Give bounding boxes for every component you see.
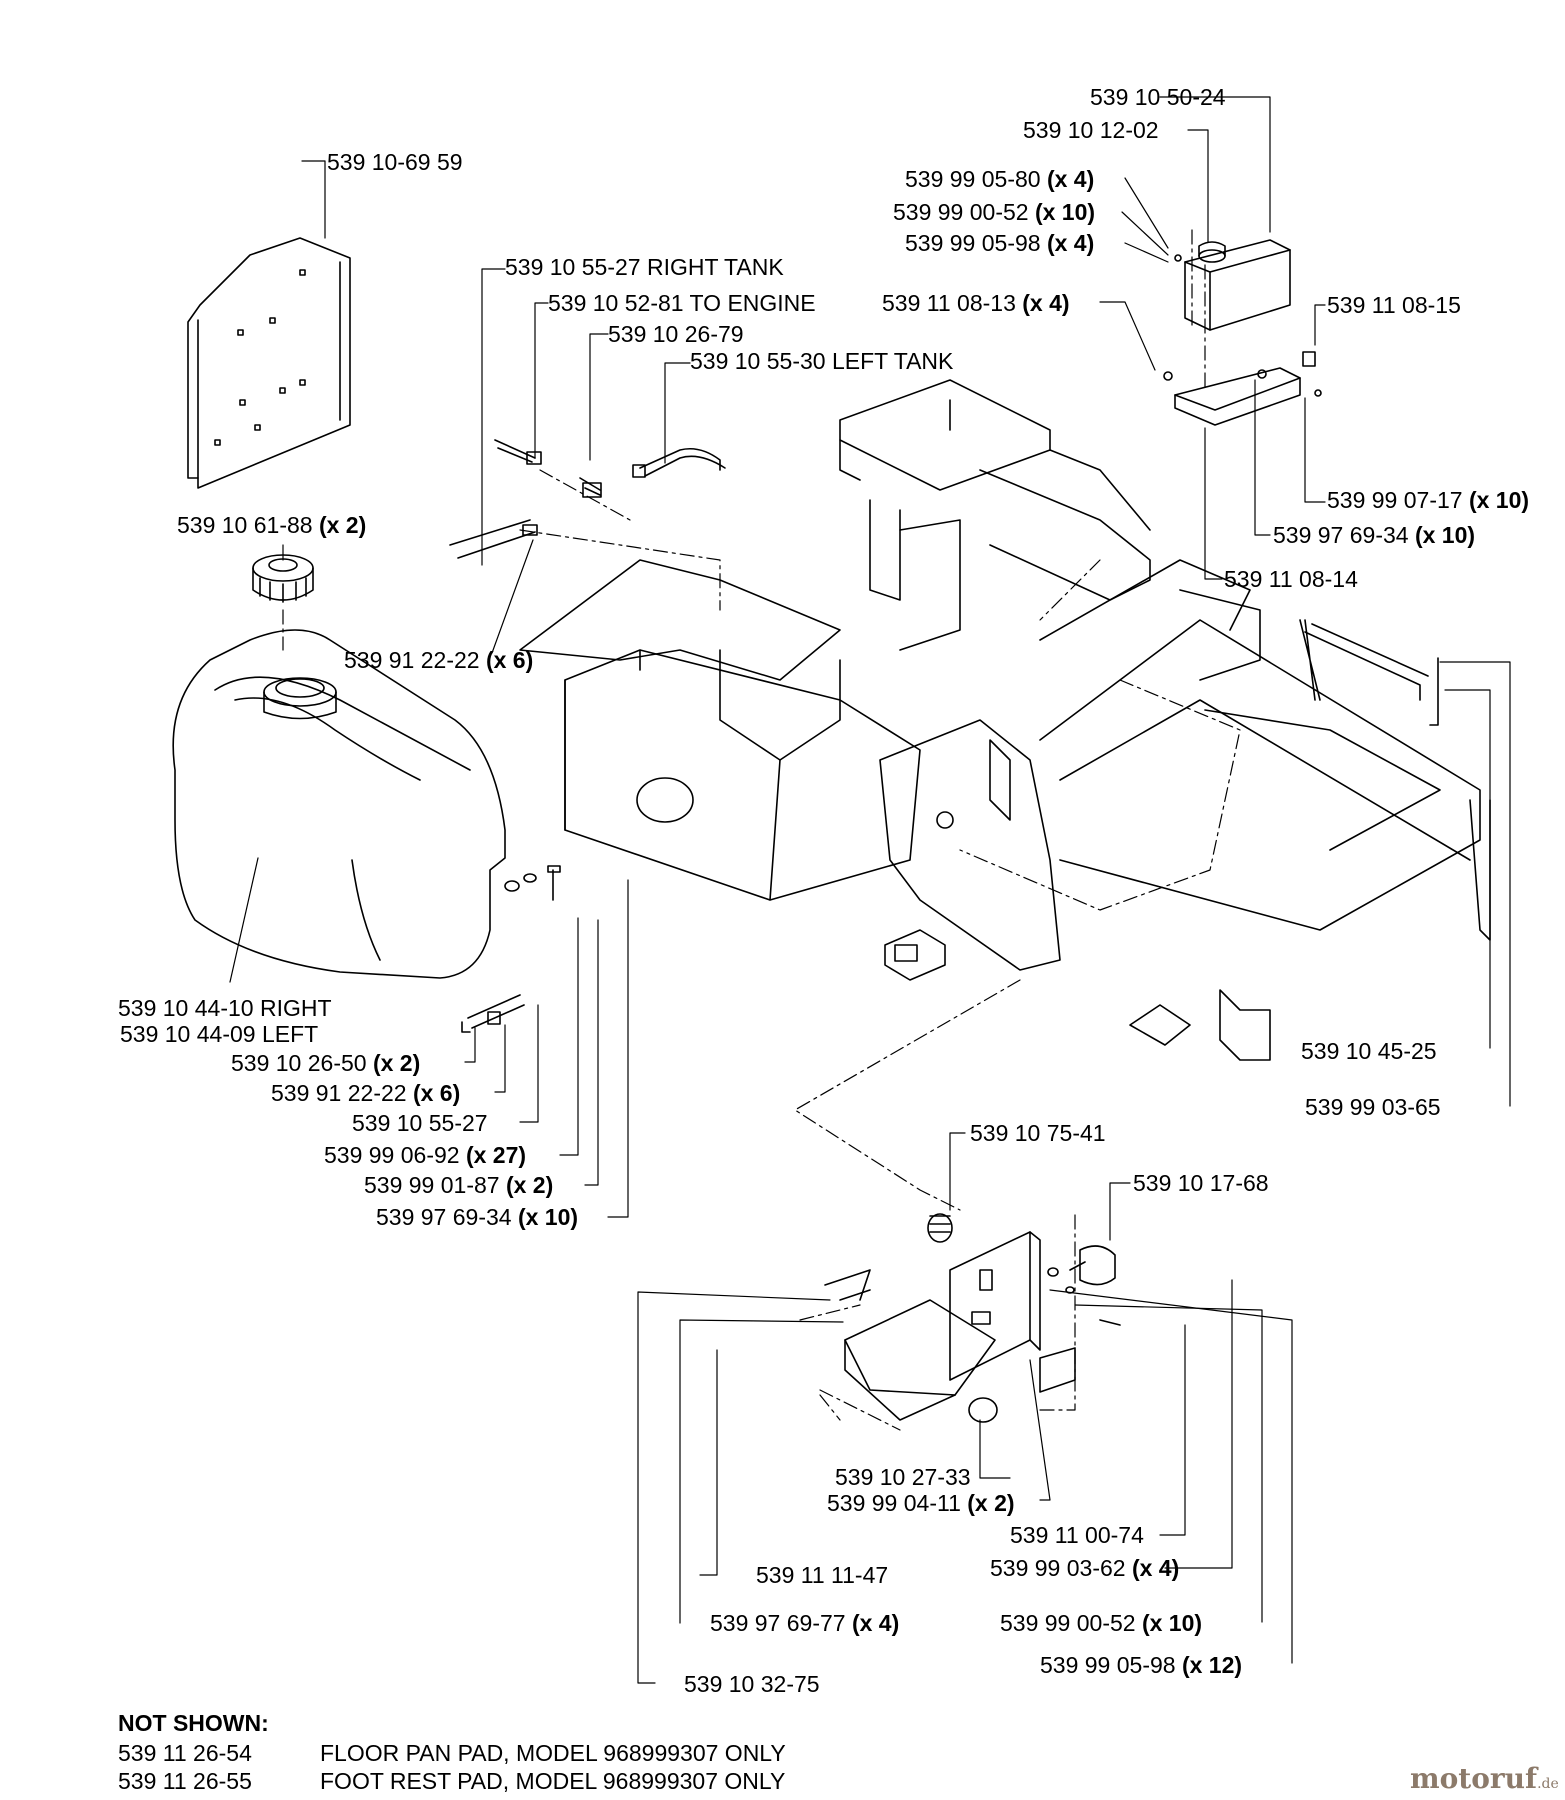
- callout-left-tank-hose: 539 10 55-30 LEFT TANK: [690, 348, 954, 374]
- callout-engine-hose: 539 10 52-81 TO ENGINE: [548, 290, 816, 316]
- callout-reservoir: 539 10 50-24: [1090, 84, 1226, 110]
- callout-tank-left: 539 10 44-09 LEFT: [120, 1021, 319, 1047]
- motoruf-logo: motoruf.de: [1410, 1762, 1559, 1795]
- leader-lines: [229, 96, 1511, 1684]
- callout-reservoir-cap: 539 10 12-02: [1023, 117, 1159, 143]
- lift-rod: [1304, 623, 1439, 726]
- callout-console-panel: 539 10 32-75: [684, 1671, 820, 1697]
- callout-hose-clamp-upper: 539 91 22-22 (x 6): [344, 647, 534, 673]
- callout-screw-d: 539 99 03-62 (x 4): [990, 1555, 1180, 1581]
- callout-bracket-bolt: 539 11 08-13 (x 4): [882, 290, 1070, 316]
- callout-console-bracket: 539 11 11-47: [756, 1562, 889, 1588]
- callout-fuel-hose: 539 10 55-27: [352, 1110, 488, 1136]
- callout-tank-right: 539 10 44-10 RIGHT: [118, 995, 332, 1021]
- callout-clip: 539 11 08-15: [1327, 292, 1461, 318]
- callout-screw-c: 539 99 04-11 (x 2): [827, 1490, 1015, 1516]
- control-panel-assembly: [824, 1213, 1121, 1423]
- fuel-hoses: [449, 439, 726, 1033]
- alignment-lines: [282, 229, 1241, 1431]
- callout-nut-b: 539 97 69-34 (x 10): [1273, 522, 1476, 548]
- seat-back-panel: [187, 237, 351, 489]
- not-shown-title: NOT SHOWN:: [118, 1710, 269, 1736]
- callout-spring: 539 10 75-41: [970, 1120, 1106, 1146]
- hydraulic-reservoir: [1163, 239, 1322, 426]
- callout-washer-c: 539 99 00-52 (x 10): [1000, 1610, 1203, 1636]
- callout-bolt-b: 539 99 07-17 (x 10): [1327, 487, 1530, 513]
- tank-hardware: [504, 865, 561, 901]
- callout-nut-left: 539 97 69-34 (x 10): [376, 1204, 579, 1230]
- callout-frame: 539 10 45-25: [1301, 1038, 1437, 1064]
- callout-switch: 539 10 27-33: [835, 1464, 971, 1490]
- fuel-cap: [252, 554, 314, 603]
- callout-reservoir-bracket: 539 11 08-14: [1224, 566, 1358, 592]
- callout-fuel-cap: 539 10 61-88 (x 2): [177, 512, 367, 538]
- callout-nut-a: 539 99 05-98 (x 4): [905, 230, 1095, 256]
- callout-relay: 539 11 00-74: [1010, 1522, 1144, 1548]
- fuel-tank: [172, 629, 506, 979]
- callout-tee-fitting: 539 10 26-79: [608, 321, 744, 347]
- callout-right-tank-hose: 539 10 55-27 RIGHT TANK: [505, 254, 784, 280]
- callout-screw-a: 539 99 05-80 (x 4): [905, 166, 1095, 192]
- callout-nut-d: 539 99 05-98 (x 12): [1040, 1652, 1243, 1678]
- main-frame: [519, 379, 1491, 1061]
- callout-nut-c: 539 97 69-77 (x 4): [710, 1610, 900, 1636]
- callout-pin: 539 99 03-65: [1305, 1094, 1441, 1120]
- callout-knob: 539 10 17-68: [1133, 1170, 1269, 1196]
- callout-seat-panel: 539 10-69 59: [327, 149, 463, 175]
- callout-washer-a: 539 99 00-52 (x 10): [893, 199, 1096, 225]
- callout-hose-clamp-lower: 539 91 22-22 (x 6): [271, 1080, 461, 1106]
- callout-bolt: 539 99 01-87 (x 2): [364, 1172, 554, 1198]
- callout-elbow-fitting: 539 10 26-50 (x 2): [231, 1050, 421, 1076]
- callout-washer: 539 99 06-92 (x 27): [324, 1142, 527, 1168]
